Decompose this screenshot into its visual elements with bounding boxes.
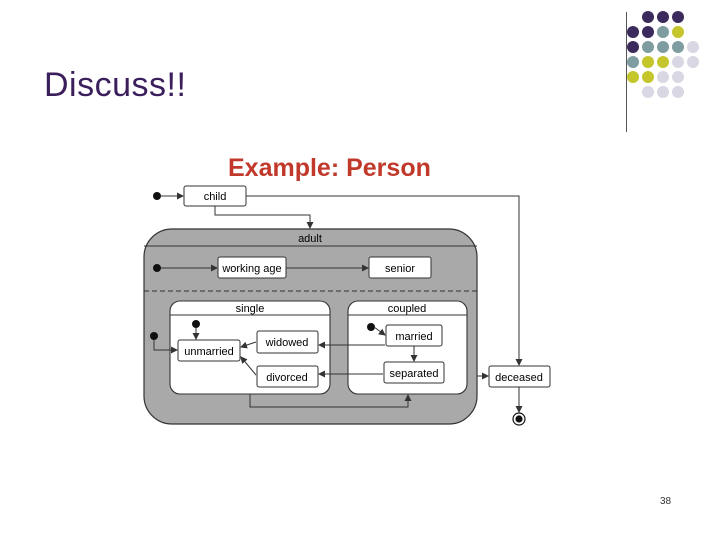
state-working-age-label: working age (221, 263, 281, 275)
decorative-dot (657, 26, 669, 38)
decorative-dot (672, 71, 684, 83)
diagram-title: Example: Person (228, 154, 431, 182)
transition-arrows (153, 192, 523, 413)
slide-title: Discuss!! (44, 66, 187, 104)
decorative-dot (627, 71, 639, 83)
state-single-label: single (236, 303, 265, 315)
decorative-dot (642, 56, 654, 68)
decorative-dot (657, 56, 669, 68)
decorative-dot (672, 11, 684, 23)
decorative-dot (672, 41, 684, 53)
decorative-dot-grid (627, 11, 699, 98)
decorative-dot (657, 86, 669, 98)
decorative-dot (642, 41, 654, 53)
state-child: child (183, 185, 247, 207)
decorative-dot (627, 41, 639, 53)
decorative-dot (672, 86, 684, 98)
title-divider-line (626, 12, 627, 132)
decorative-dot (642, 71, 654, 83)
decorative-dot (627, 56, 639, 68)
state-senior: senior (368, 256, 432, 279)
initial-node-single (150, 332, 158, 340)
state-senior-label: senior (385, 263, 415, 275)
state-married-label: married (395, 331, 432, 343)
initial-node-child (153, 192, 161, 200)
final-state-node (512, 412, 526, 426)
state-unmarried: unmarried (177, 339, 241, 362)
state-married: married (385, 324, 443, 347)
state-widowed: widowed (256, 330, 319, 354)
decorative-dot (642, 11, 654, 23)
state-working-age: working age (217, 256, 287, 279)
state-coupled-label: coupled (388, 303, 427, 315)
state-adult-label: adult (298, 233, 322, 245)
state-divorced: divorced (256, 365, 319, 388)
decorative-dot (672, 26, 684, 38)
state-divorced-label: divorced (266, 372, 308, 384)
decorative-dot (627, 26, 639, 38)
decorative-dot (642, 86, 654, 98)
state-deceased: deceased (488, 365, 551, 388)
decorative-dot (657, 11, 669, 23)
initial-node-unmarried (192, 320, 200, 328)
state-separated: separated (383, 361, 445, 384)
state-child-label: child (204, 191, 227, 203)
decorative-dot (642, 26, 654, 38)
decorative-dot (687, 56, 699, 68)
state-unmarried-label: unmarried (184, 346, 234, 358)
decorative-dot (657, 71, 669, 83)
state-deceased-label: deceased (495, 372, 543, 384)
state-separated-label: separated (390, 368, 439, 380)
initial-node-working-age (153, 264, 161, 272)
decorative-dot (657, 41, 669, 53)
page-number: 38 (660, 496, 672, 507)
state-widowed-label: widowed (265, 337, 309, 349)
decorative-dot (672, 56, 684, 68)
decorative-dot (687, 41, 699, 53)
initial-node-married (367, 323, 375, 331)
